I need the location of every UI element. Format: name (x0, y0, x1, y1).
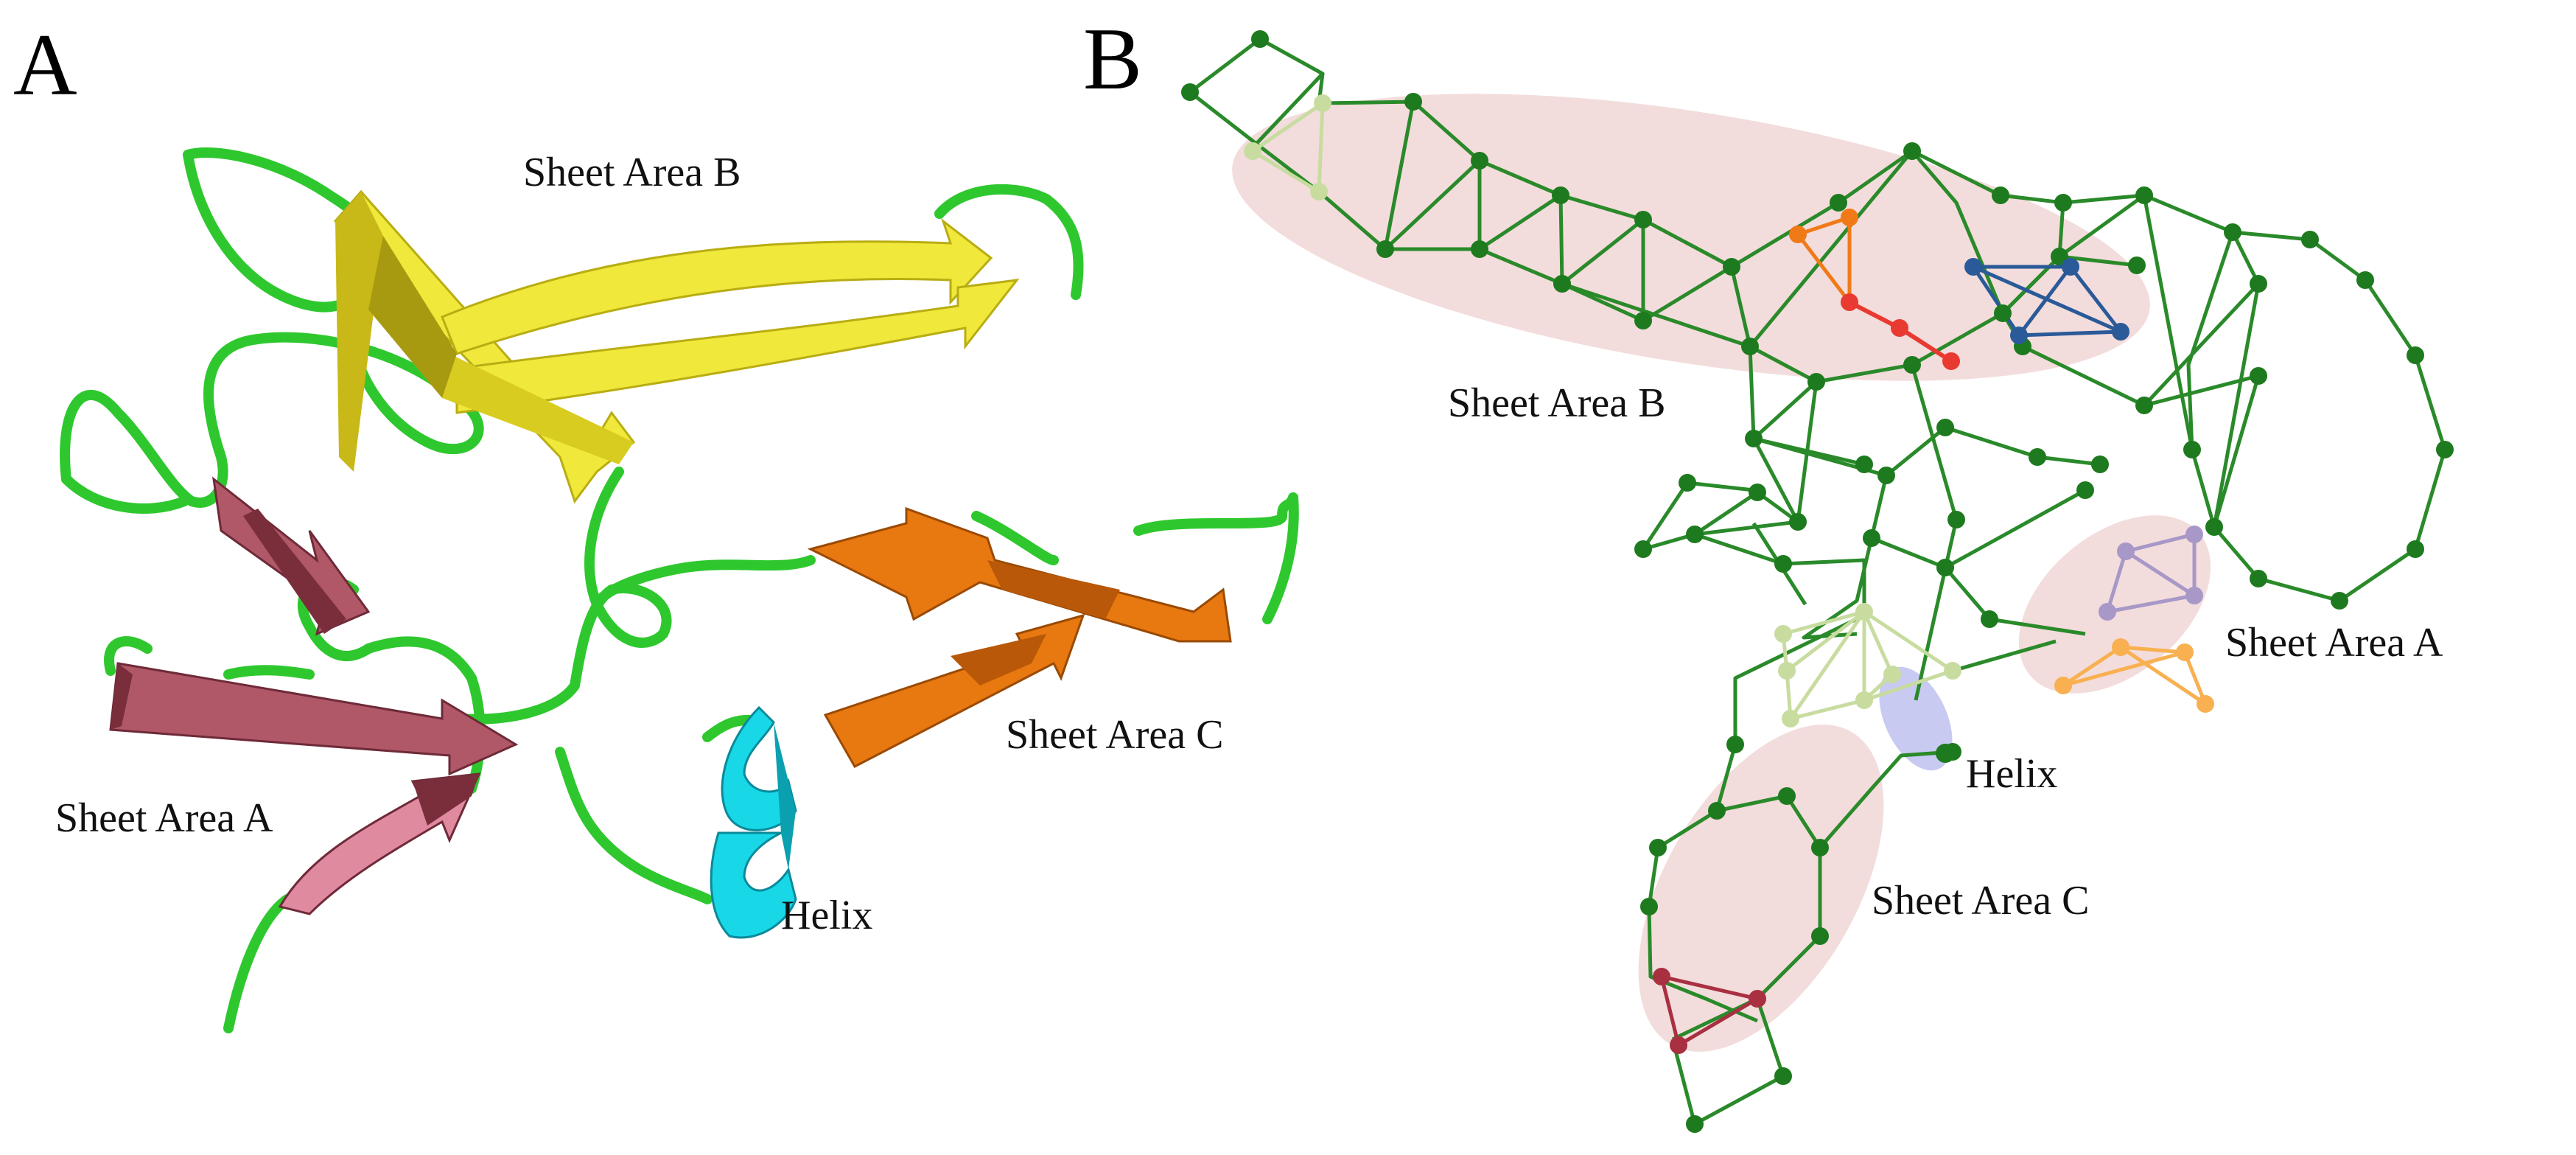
region-sheet-area-c (1638, 725, 1884, 1052)
sheet-area-c-strands (807, 506, 1232, 768)
panel-b-letter: B (1083, 10, 1142, 108)
protein-coil (60, 147, 1299, 1033)
panel-b-label-sheet-a: Sheet Area A (2225, 620, 2443, 666)
panel-a: A (13, 15, 1299, 1033)
panel-b-label-helix: Helix (1966, 751, 2057, 797)
panel-b: B (1083, 10, 2454, 1133)
graph-nodes-lavender (2099, 526, 2203, 621)
graph-nodes (1181, 30, 2454, 1133)
graph-motif-light-green-top (1249, 101, 1325, 195)
graph-motif-crimson (1659, 974, 1763, 1048)
graph-nodes-crimson (1653, 968, 1766, 1054)
graph-regions (1232, 94, 2211, 1052)
graph-nodes-light-orange (2054, 638, 2214, 713)
graph-motif-light-green-helix (1781, 610, 1954, 722)
graph-nodes-orange (1789, 209, 1858, 243)
panel-a-letter: A (13, 15, 77, 114)
panel-a-label-helix: Helix (781, 893, 872, 938)
panel-b-label-sheet-c: Sheet Area C (1872, 878, 2089, 924)
region-helix (1879, 666, 1953, 771)
panel-b-label-sheet-b: Sheet Area B (1448, 380, 1665, 426)
graph-motif-orange (1796, 214, 1852, 308)
sheet-area-a-strands (109, 476, 519, 915)
panel-a-label-sheet-a: Sheet Area A (55, 795, 273, 841)
helix-ribbon (710, 705, 797, 939)
region-sheet-area-b (1232, 94, 2150, 381)
sheet-area-b-strands (333, 189, 1020, 504)
graph-nodes-helix (1936, 744, 1955, 763)
graph-nodes-light-green (1244, 94, 1961, 727)
graph-nodes-blue (1964, 258, 2129, 344)
panel-a-label-sheet-c: Sheet Area C (1006, 712, 1223, 758)
panel-a-label-sheet-b: Sheet Area B (523, 150, 741, 195)
graph-nodes-red (1841, 293, 1960, 370)
region-sheet-area-a (2018, 515, 2211, 694)
